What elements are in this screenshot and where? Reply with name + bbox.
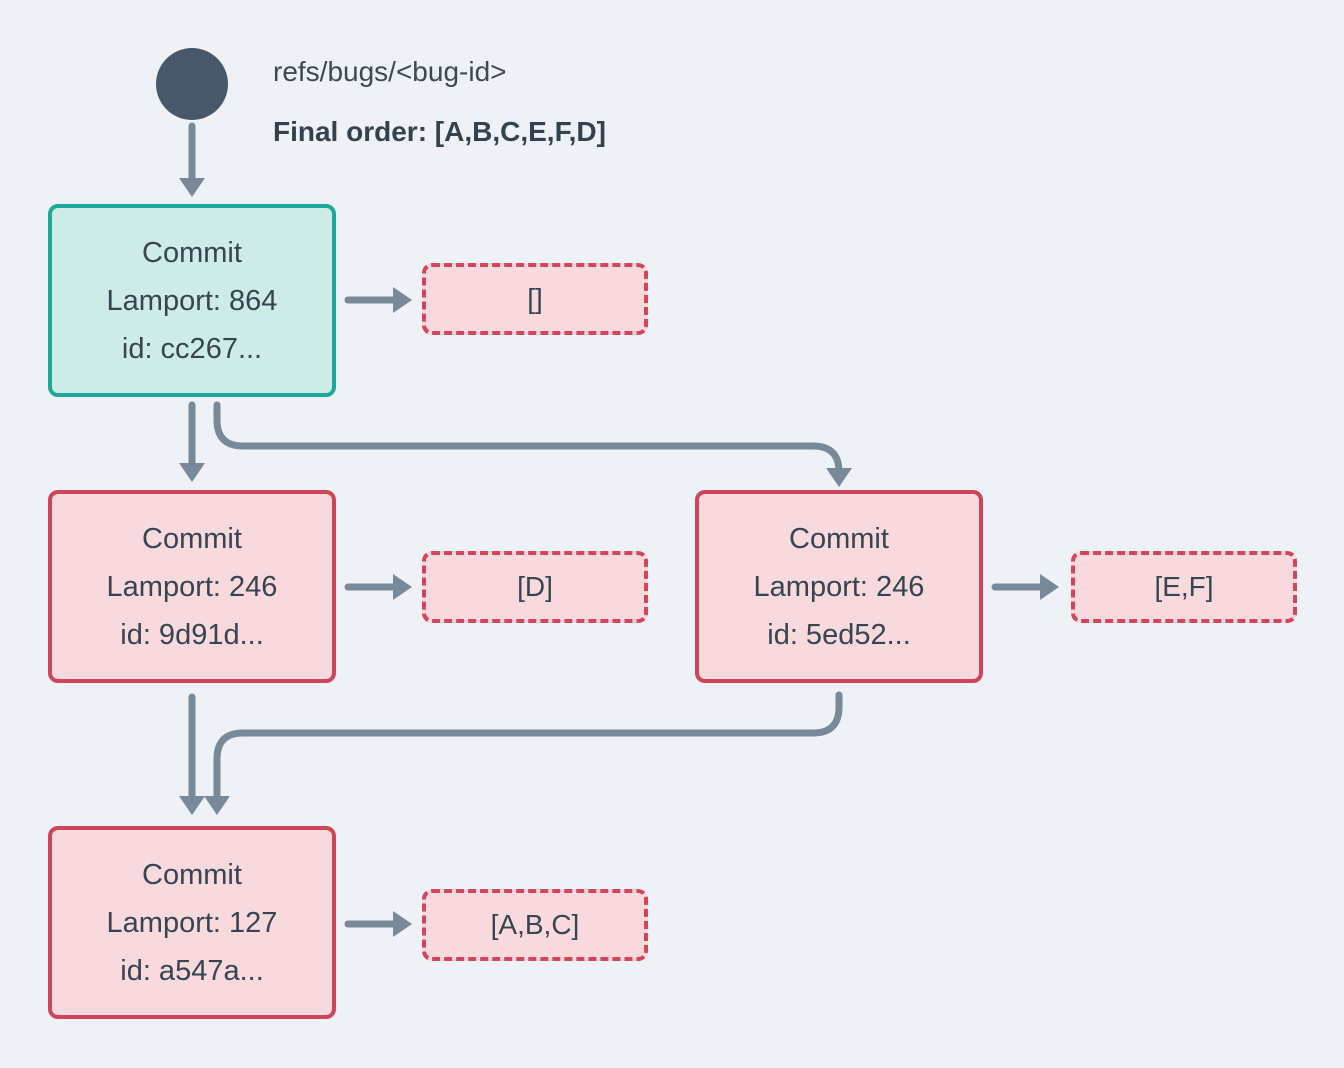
ops-box-label: [D] bbox=[517, 571, 553, 602]
arrowhead-bottom-commit-to-ops bbox=[393, 911, 412, 937]
commit-lamport: Lamport: 246 bbox=[106, 570, 278, 603]
arrowhead-ref-to-head bbox=[179, 178, 205, 197]
arrowhead-left-commit-to-ops bbox=[393, 574, 412, 600]
final-order-label: Final order: [A,B,C,E,F,D] bbox=[273, 116, 606, 147]
arrowhead-head-to-left-commit bbox=[179, 463, 205, 482]
ops-box-label: [] bbox=[527, 283, 543, 314]
ops-box-label: [E,F] bbox=[1154, 571, 1214, 602]
ops-box-127: [A,B,C] bbox=[422, 889, 648, 961]
arrowhead-left-commit-to-bottom bbox=[179, 796, 205, 815]
ops-box-246-left: [D] bbox=[422, 551, 648, 623]
arrowhead-right-commit-to-ops bbox=[1040, 574, 1059, 600]
branch-ref-label: refs/bugs/<bug-id> bbox=[273, 56, 507, 87]
commit-lamport: Lamport: 127 bbox=[106, 906, 278, 939]
ops-box-864: [] bbox=[422, 263, 648, 335]
commit-id: id: cc267... bbox=[121, 332, 263, 365]
commit-title: Commit bbox=[142, 858, 242, 891]
commit-node-246-right: Commit Lamport: 246 id: 5ed52... bbox=[695, 490, 983, 683]
commit-title: Commit bbox=[789, 522, 889, 555]
commit-id: id: a547a... bbox=[120, 954, 264, 987]
edge-head-to-right-commit-arrow bbox=[213, 401, 843, 476]
commit-node-127: Commit Lamport: 127 id: a547a... bbox=[48, 826, 336, 1019]
arrowhead-head-to-right-commit bbox=[826, 468, 852, 487]
commit-title: Commit bbox=[142, 236, 242, 269]
commit-title: Commit bbox=[142, 522, 242, 555]
ops-box-label: [A,B,C] bbox=[490, 909, 580, 940]
arrowhead-head-to-ops bbox=[393, 287, 412, 313]
branch-ref-node bbox=[156, 48, 228, 120]
commit-node-246-left: Commit Lamport: 246 id: 9d91d... bbox=[48, 490, 336, 683]
commit-id: id: 5ed52... bbox=[767, 618, 911, 651]
ops-box-246-right: [E,F] bbox=[1071, 551, 1297, 623]
commit-id: id: 9d91d... bbox=[120, 618, 264, 651]
edge-right-commit-to-bottom-arrow bbox=[213, 691, 843, 800]
commit-node-864: Commit Lamport: 864 id: cc267... bbox=[48, 204, 336, 397]
arrowhead-right-commit-to-bottom bbox=[204, 796, 230, 815]
commit-lamport: Lamport: 864 bbox=[106, 284, 278, 317]
commit-lamport: Lamport: 246 bbox=[753, 570, 925, 603]
